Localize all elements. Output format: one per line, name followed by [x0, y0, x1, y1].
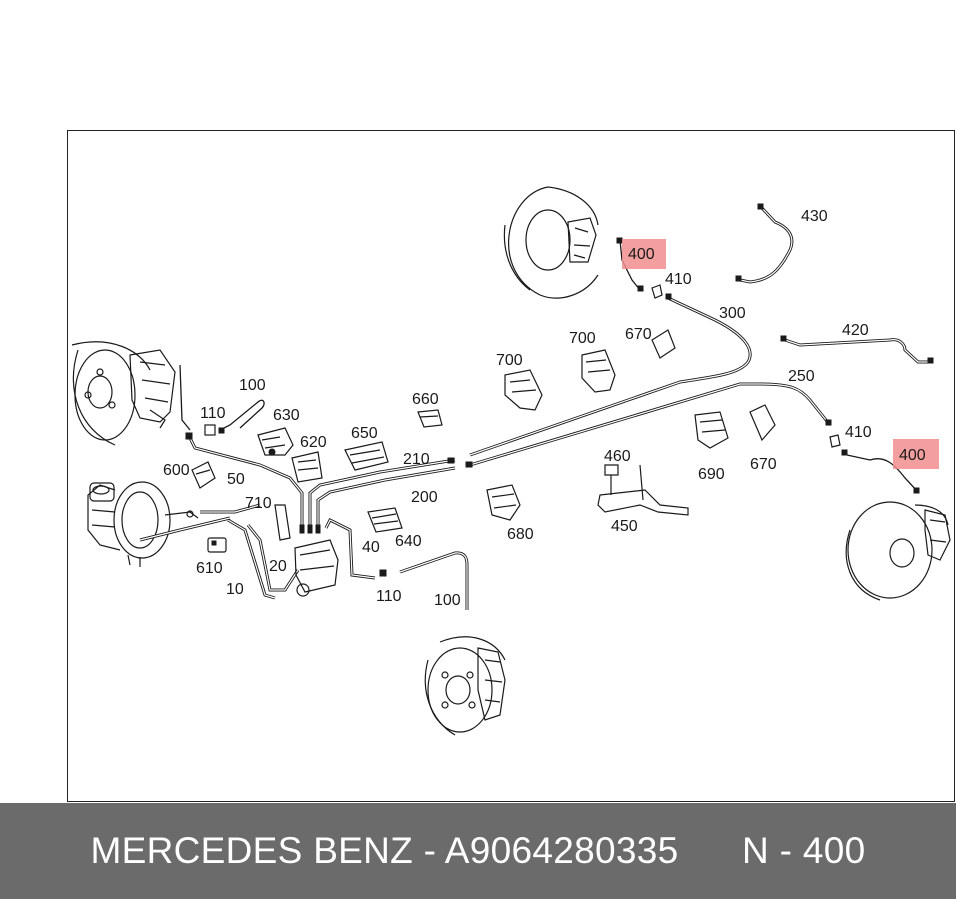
- label-660: 660: [412, 391, 439, 408]
- label-100-top: 100: [239, 377, 266, 394]
- label-700-left: 700: [496, 352, 523, 369]
- front-right-brake-disc: [424, 636, 506, 736]
- label-210: 210: [403, 451, 430, 468]
- label-610: 610: [196, 560, 223, 577]
- label-430: 430: [801, 208, 828, 225]
- label-710: 710: [245, 495, 272, 512]
- footer-text: MERCEDES BENZ - A9064280335 N - 400: [90, 830, 866, 871]
- label-250: 250: [788, 368, 815, 385]
- label-10: 10: [226, 581, 244, 598]
- label-460: 460: [604, 448, 631, 465]
- highlight-400-lower: [893, 439, 939, 469]
- label-50: 50: [227, 471, 245, 488]
- label-200: 200: [411, 489, 438, 506]
- highlight-400-upper: [622, 239, 666, 269]
- front-left-brake-disc: [71, 341, 176, 446]
- label-670-bottom: 670: [750, 456, 777, 473]
- part-labels: 100 110 630 620 650 660 600 50 710 610 1…: [163, 208, 926, 609]
- diagram-frame: [67, 130, 955, 802]
- label-40: 40: [362, 539, 380, 556]
- label-630: 630: [273, 407, 300, 424]
- label-680: 680: [507, 526, 534, 543]
- label-100-bottom: 100: [434, 592, 461, 609]
- label-400-lower: 400: [899, 447, 926, 464]
- brake-pipes: [139, 206, 930, 610]
- label-110-left: 110: [200, 405, 226, 422]
- label-650: 650: [351, 425, 378, 442]
- label-20: 20: [269, 558, 287, 575]
- label-620: 620: [300, 434, 327, 451]
- label-450: 450: [611, 518, 638, 535]
- label-410-upper: 410: [665, 271, 692, 288]
- label-670-top: 670: [625, 326, 652, 343]
- label-400-upper: 400: [628, 246, 655, 263]
- label-700-right: 700: [569, 330, 596, 347]
- label-410-lower: 410: [845, 424, 872, 441]
- rear-left-brake-disc: [845, 501, 951, 601]
- brake-booster: [87, 481, 199, 567]
- label-420: 420: [842, 322, 869, 339]
- rear-right-brake-disc: [503, 186, 599, 299]
- label-300: 300: [719, 305, 746, 322]
- label-690: 690: [698, 466, 725, 483]
- footer-banner: MERCEDES BENZ - A9064280335 N - 400: [0, 803, 956, 899]
- small-components: [185, 203, 934, 597]
- label-600: 600: [163, 462, 190, 479]
- label-110-bottom: 110: [376, 588, 402, 605]
- label-640: 640: [395, 533, 422, 550]
